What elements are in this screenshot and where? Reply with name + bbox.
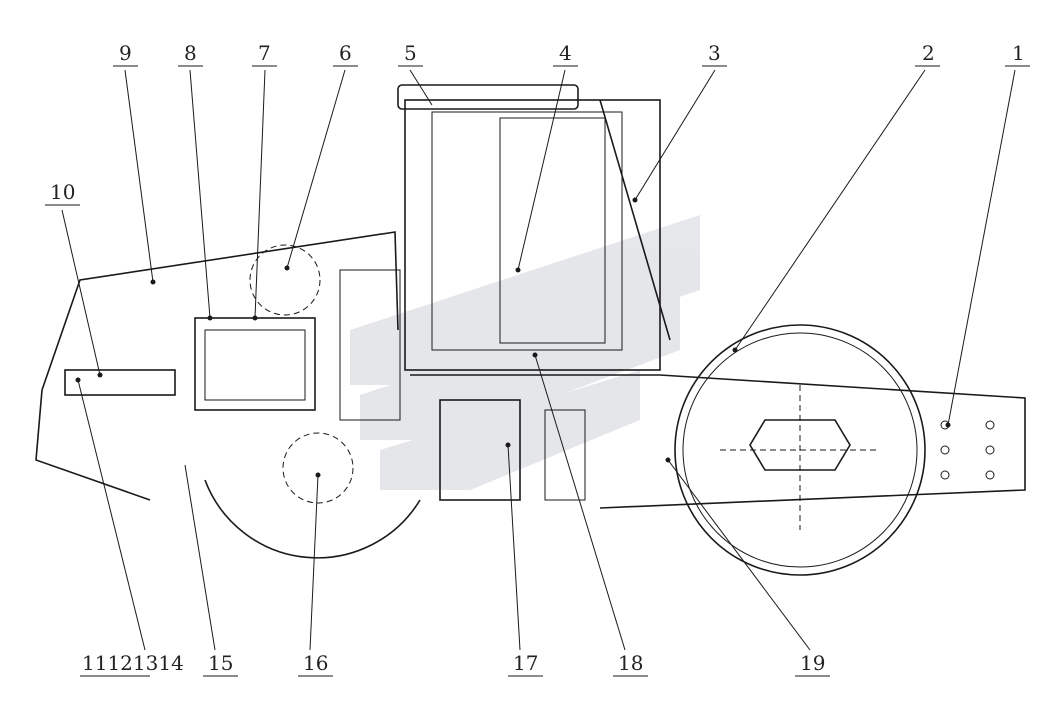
label-6: 6 <box>339 41 352 65</box>
leader-5 <box>409 69 433 106</box>
main-frame <box>410 374 1026 509</box>
label-3: 3 <box>708 41 721 65</box>
drum-hub-plate <box>749 419 851 471</box>
leader-11-14 <box>77 379 146 651</box>
cab-window-frame <box>431 111 623 351</box>
engine-cylinder-head <box>204 329 306 401</box>
front-drum <box>674 324 926 576</box>
label-17: 17 <box>513 651 538 675</box>
rear-wheel-arc <box>204 479 421 559</box>
leader-18 <box>534 354 626 651</box>
drum-outer <box>674 324 926 576</box>
radiator <box>339 269 401 421</box>
leader-4 <box>517 69 566 271</box>
cab-roof <box>397 84 579 110</box>
label-2: 2 <box>922 41 935 65</box>
frame <box>410 374 1026 509</box>
watermark-band-top <box>350 215 700 385</box>
hinge-block <box>544 409 586 501</box>
leader-15 <box>184 464 216 651</box>
exhaust <box>64 369 176 396</box>
label-8: 8 <box>184 41 197 65</box>
leader-10 <box>61 209 101 376</box>
cab <box>397 84 671 371</box>
rear-wheel <box>204 432 421 559</box>
label-16: 16 <box>303 651 328 675</box>
exhaust-pipe <box>64 369 176 396</box>
label-5: 5 <box>404 41 417 65</box>
leader-6 <box>286 69 346 269</box>
bolt-pattern <box>940 420 995 480</box>
leader-17 <box>507 444 521 651</box>
leader-3 <box>634 69 716 201</box>
label-19: 19 <box>800 651 825 675</box>
label-4: 4 <box>559 41 572 65</box>
leader-9 <box>124 69 154 283</box>
label-10: 10 <box>50 180 75 204</box>
cab-rear-edge <box>599 99 671 341</box>
leader-1 <box>947 69 1016 426</box>
label-15: 15 <box>208 651 233 675</box>
hood-lower <box>35 389 151 501</box>
cab-body <box>404 99 661 371</box>
leader-8 <box>189 69 211 319</box>
leader-7 <box>254 69 266 319</box>
leader-lines <box>61 69 1016 651</box>
label-11-14: 11121314 <box>82 651 184 675</box>
hood-outline <box>41 231 399 391</box>
label-1: 1 <box>1012 41 1025 65</box>
drum-inner <box>682 332 918 568</box>
label-18: 18 <box>618 651 643 675</box>
label-9: 9 <box>119 41 132 65</box>
leader-2 <box>734 69 926 351</box>
label-underlines <box>45 65 1030 677</box>
fuel-tank <box>439 399 521 501</box>
engine-hood <box>35 231 399 501</box>
leader-19 <box>667 459 811 651</box>
engine-block <box>194 317 316 411</box>
air-filter <box>249 244 321 316</box>
cab-door <box>499 117 606 344</box>
leader-16 <box>309 474 319 651</box>
watermark-band-bottom <box>380 370 640 490</box>
watermark-logo <box>350 215 700 490</box>
part-labels: 1 2 3 4 5 6 7 8 9 10 11121314 15 16 17 1… <box>50 41 1025 675</box>
label-7: 7 <box>258 41 271 65</box>
rear-axle-hub <box>282 432 354 504</box>
